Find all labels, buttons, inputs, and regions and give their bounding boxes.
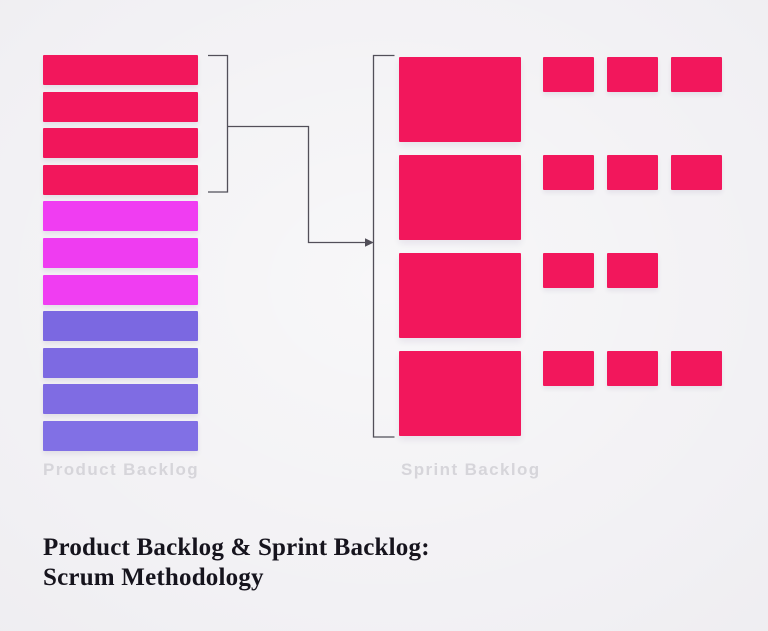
product-backlog-item-low-priority xyxy=(43,347,198,378)
sprint-row xyxy=(399,155,722,240)
sprint-story-card xyxy=(399,351,521,436)
sprint-task-card xyxy=(607,253,658,288)
product-backlog-item-low-priority xyxy=(43,420,198,451)
sprint-task-card xyxy=(543,57,594,92)
product-backlog-item-low-priority xyxy=(43,384,198,415)
product-backlog-item-medium-priority xyxy=(43,237,198,268)
diagram-title: Product Backlog & Sprint Backlog: Scrum … xyxy=(43,533,430,593)
product-backlog-item-low-priority xyxy=(43,311,198,342)
sprint-task-card xyxy=(543,155,594,190)
sprint-task-group xyxy=(543,57,722,92)
product-backlog-item-selected-for-sprint xyxy=(43,164,198,195)
product-backlog-item-selected-for-sprint xyxy=(43,55,198,85)
flow-arrow-head-icon xyxy=(365,238,374,247)
sprint-story-card xyxy=(399,253,521,338)
sprint-task-card xyxy=(543,351,594,386)
diagram-title-line2: Scrum Methodology xyxy=(43,564,264,591)
sprint-task-card xyxy=(671,351,722,386)
sprint-row xyxy=(399,351,722,436)
sprint-task-card xyxy=(607,57,658,92)
product-backlog-stack xyxy=(43,55,198,451)
sprint-backlog-grid xyxy=(399,57,722,436)
diagram-title-line1: Product Backlog & Sprint Backlog: xyxy=(43,534,430,561)
sprint-task-card xyxy=(671,57,722,92)
sprint-task-card xyxy=(607,155,658,190)
sprint-task-group xyxy=(543,351,722,386)
product-backlog-item-medium-priority xyxy=(43,201,198,232)
product-backlog-label: Product Backlog xyxy=(43,460,200,479)
sprint-task-card xyxy=(671,155,722,190)
sprint-task-card xyxy=(607,351,658,386)
sprint-task-card xyxy=(543,253,594,288)
product-backlog-item-selected-for-sprint xyxy=(43,91,198,122)
sprint-row xyxy=(399,253,722,338)
sprint-story-card xyxy=(399,57,521,142)
sprint-task-group xyxy=(543,155,722,190)
flow-arrow-line xyxy=(227,125,366,244)
sprint-backlog-bracket xyxy=(372,54,395,438)
product-backlog-bracket xyxy=(208,54,229,193)
sprint-story-card xyxy=(399,155,521,240)
product-backlog-item-selected-for-sprint xyxy=(43,128,198,159)
product-backlog-item-medium-priority xyxy=(43,274,198,305)
sprint-task-group xyxy=(543,253,658,288)
sprint-backlog-label: Sprint Backlog xyxy=(401,460,541,479)
sprint-row xyxy=(399,57,722,142)
